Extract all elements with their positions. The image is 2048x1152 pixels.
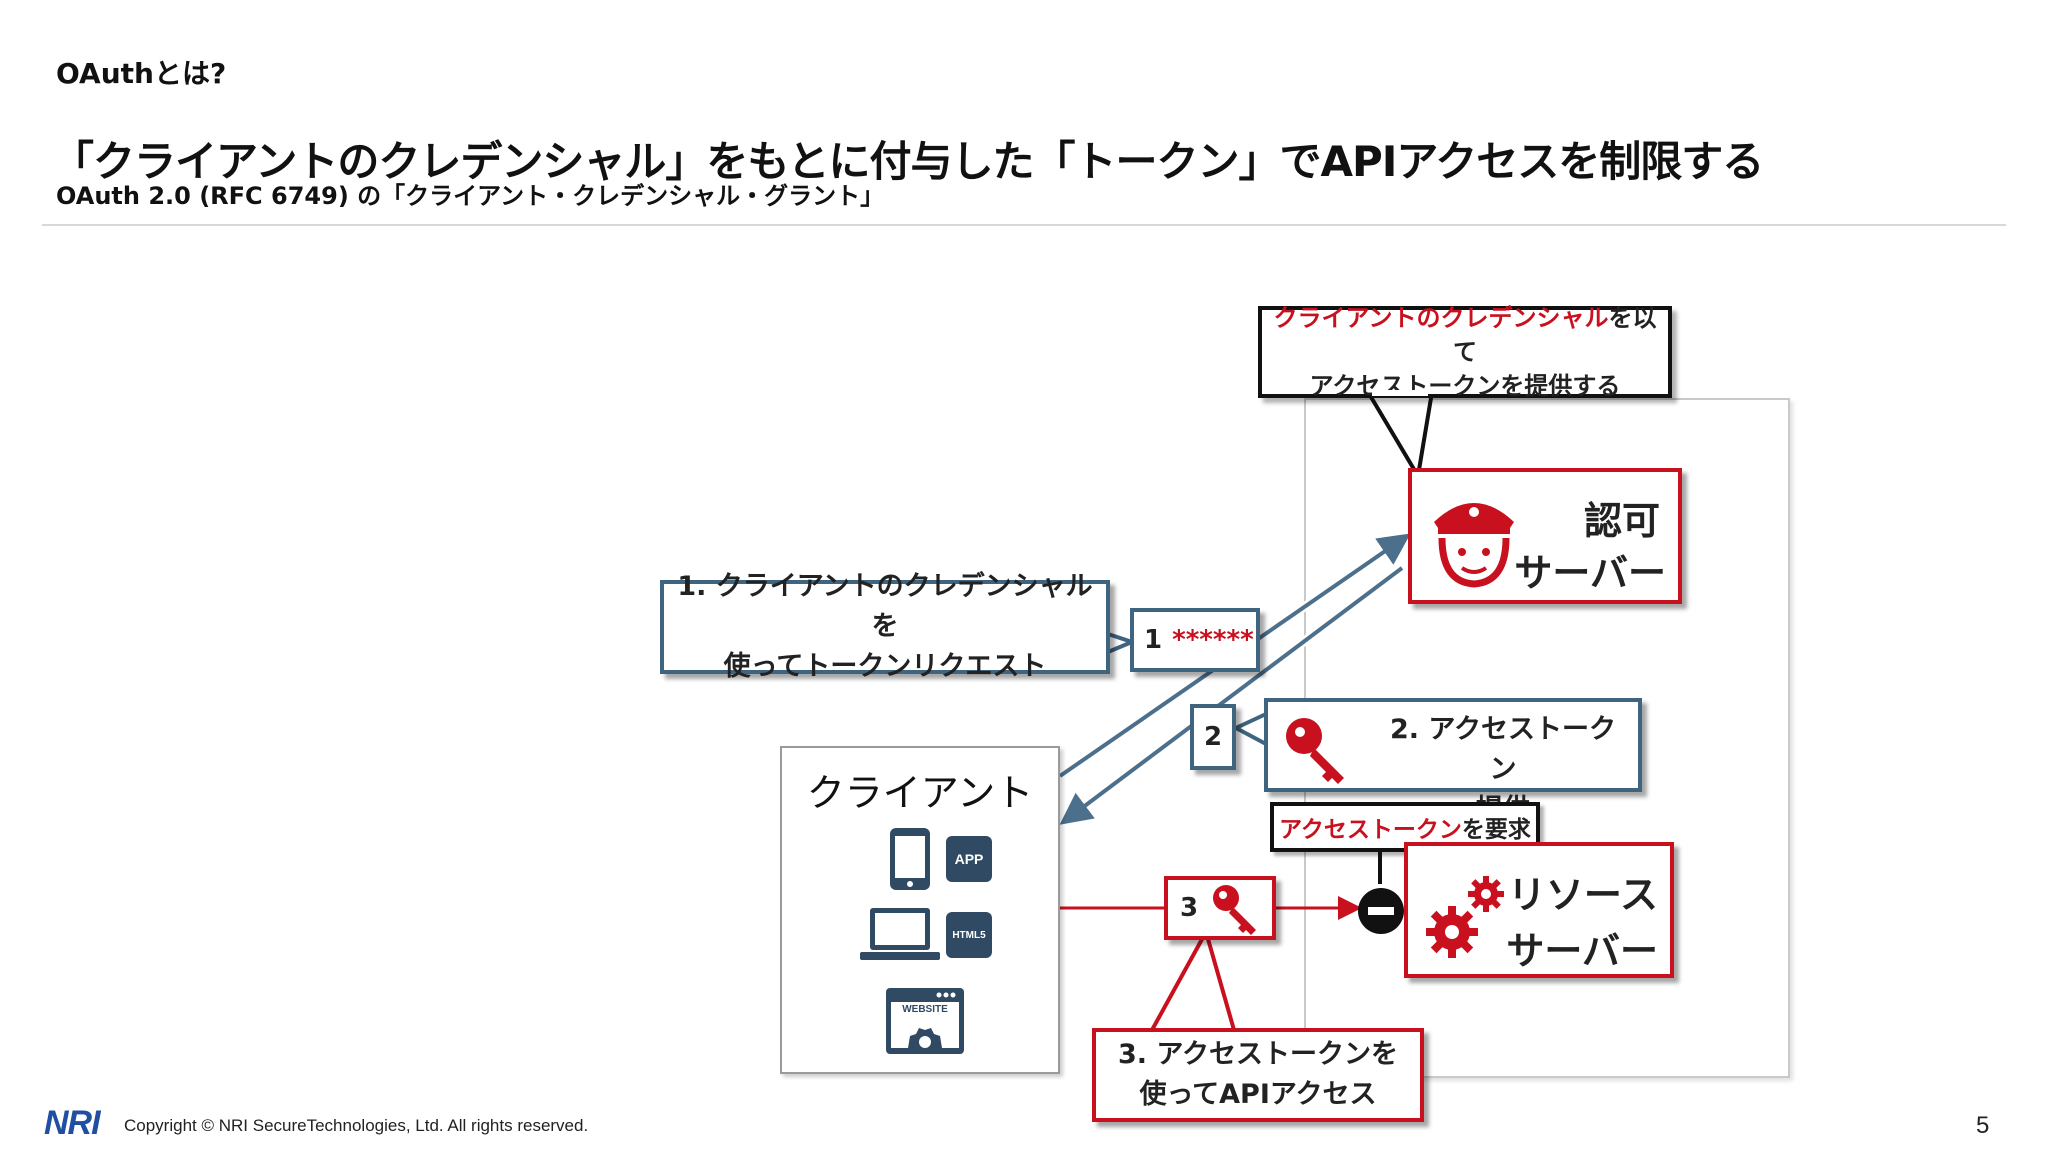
step2-label: 2. アクセストークン 提供 [1264,698,1642,825]
website-icon: WEBSITE [886,988,964,1054]
step1-token-tag: 1 ****** [1130,608,1260,672]
slide-subheading: OAuth 2.0 (RFC 6749) の「クライアント・クレデンシャル・グラ… [56,182,885,210]
resource-server-label-2: サーバー [1506,929,1658,973]
step1-text-1: 1. クライアントのクレデンシャルを [677,571,1093,642]
section-title: OAuthとは? [56,57,227,90]
resource-server: リソース サーバー [1404,842,1674,978]
gate-check-icon [1358,888,1404,934]
credential-secret: ****** [1172,625,1254,655]
resource-server-label-1: リソース [1507,873,1658,917]
auth-server-label-2: サーバー [1514,551,1666,595]
app-badge: APP [946,836,992,882]
token-issuance-callout: クライアントのクレデンシャルを以て アクセストークンを提供する [1258,304,1672,400]
website-label: WEBSITE [902,1004,948,1015]
copyright: Copyright © NRI SecureTechnologies, Ltd.… [124,1116,589,1135]
step1-text-2: 使ってトークンリクエスト [723,651,1047,682]
red-key-icon-small [1213,885,1257,935]
client-label: クライアント [806,771,1034,815]
step3-label: 3. アクセストークンを 使ってAPIアクセス [1092,1028,1424,1122]
html5-badge: HTML5 [946,912,992,958]
callout-highlight: クライアントのクレデンシャル [1273,304,1609,332]
smartphone-icon [890,828,930,890]
step3-text-1: 3. アクセストークンを [1117,1039,1399,1070]
step2-text-1: 2. アクセストークン [1389,714,1617,785]
gears-icon [1426,876,1504,958]
step3-number: 3 [1180,893,1199,923]
header-divider [42,224,2006,226]
callout-text: を以て [1453,304,1657,366]
client-box: クライアント APP HTML5 WEBSITE [780,746,1060,1074]
step3-text-2: 使ってAPIアクセス [1139,1079,1377,1110]
red-key-icon [1286,718,1344,784]
step2-number: 2 [1203,722,1223,752]
auth-server-label-1: 認可 [1583,499,1660,543]
request-highlight: アクセストークン [1279,817,1462,843]
step2-number-tag: 2 [1190,704,1236,770]
callout-text-line2: アクセストークンを提供する [1309,372,1621,400]
page-number: 5 [1976,1112,1990,1139]
step1-number: 1 [1144,625,1163,655]
slide-headline: 「クライアントのクレデンシャル」をもとに付与した「トークン」でAPIアクセスを制… [52,137,1764,186]
authorization-server: 認可 サーバー [1408,468,1682,604]
step1-label: 1. クライアントのクレデンシャルを 使ってトークンリクエスト [660,571,1110,682]
nri-logo: NRI [44,1104,101,1142]
police-officer-icon [1434,503,1514,588]
laptop-icon [860,908,940,960]
request-text: を要求 [1461,817,1531,843]
step3-token-tag: 3 [1164,876,1276,940]
